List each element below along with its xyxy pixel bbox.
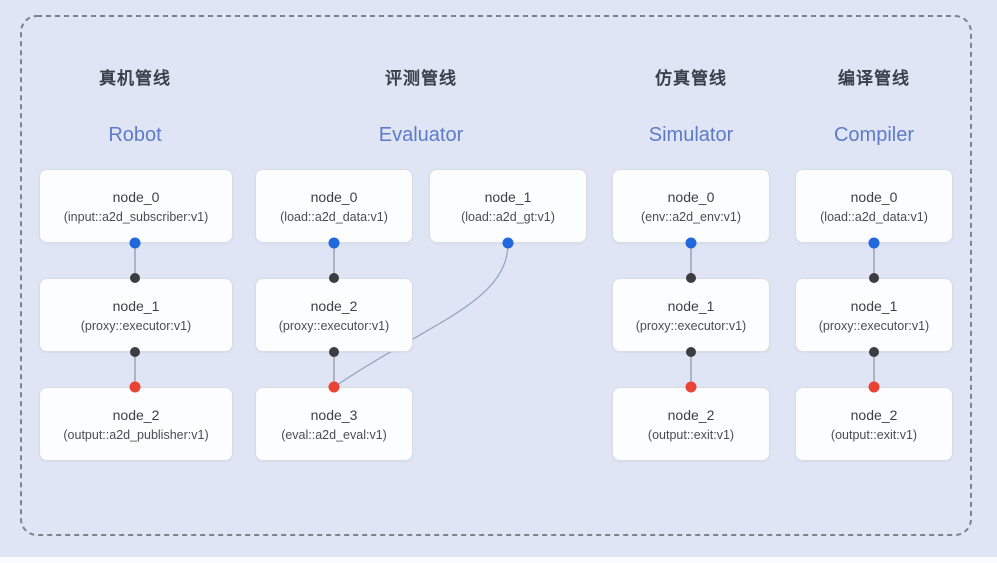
pipeline-title-zh-compiler: 编译管线 xyxy=(838,69,910,88)
node-robot-2: node_2 (output::a2d_publisher:v1) xyxy=(39,387,233,461)
node-label: node_1 xyxy=(112,297,160,314)
node-type: (proxy::executor:v1) xyxy=(818,318,930,333)
node-label: node_2 xyxy=(850,406,898,423)
node-label: node_1 xyxy=(484,188,532,205)
node-type: (proxy::executor:v1) xyxy=(635,318,747,333)
node-label: node_3 xyxy=(310,406,358,423)
node-type: (output::exit:v1) xyxy=(647,427,735,442)
node-type: (proxy::executor:v1) xyxy=(80,318,192,333)
node-label: node_2 xyxy=(112,406,160,423)
node-simulator-0: node_0 (env::a2d_env:v1) xyxy=(612,169,770,243)
node-label: node_0 xyxy=(112,188,160,205)
node-robot-1: node_1 (proxy::executor:v1) xyxy=(39,278,233,352)
node-label: node_0 xyxy=(667,188,715,205)
node-label: node_2 xyxy=(667,406,715,423)
node-evaluator-0: node_0 (load::a2d_data:v1) xyxy=(255,169,413,243)
pipeline-title-zh-evaluator: 评测管线 xyxy=(385,69,457,88)
node-label: node_0 xyxy=(310,188,358,205)
pipeline-title-en-robot: Robot xyxy=(108,124,162,146)
node-type: (load::a2d_data:v1) xyxy=(820,209,928,224)
pipeline-title-en-simulator: Simulator xyxy=(648,124,734,146)
node-label: node_2 xyxy=(310,297,358,314)
bottom-edge-strip xyxy=(0,557,997,563)
pipeline-title-en-evaluator: Evaluator xyxy=(378,124,464,146)
node-compiler-0: node_0 (load::a2d_data:v1) xyxy=(795,169,953,243)
node-type: (output::exit:v1) xyxy=(830,427,918,442)
node-compiler-2: node_2 (output::exit:v1) xyxy=(795,387,953,461)
node-compiler-1: node_1 (proxy::executor:v1) xyxy=(795,278,953,352)
node-simulator-1: node_1 (proxy::executor:v1) xyxy=(612,278,770,352)
node-type: (load::a2d_gt:v1) xyxy=(461,209,555,224)
node-label: node_1 xyxy=(850,297,898,314)
pipeline-title-en-compiler: Compiler xyxy=(833,124,915,146)
node-type: (eval::a2d_eval:v1) xyxy=(281,427,387,442)
node-type: (load::a2d_data:v1) xyxy=(280,209,388,224)
node-evaluator-2: node_2 (proxy::executor:v1) xyxy=(255,278,413,352)
node-label: node_1 xyxy=(667,297,715,314)
node-type: (proxy::executor:v1) xyxy=(278,318,390,333)
node-simulator-2: node_2 (output::exit:v1) xyxy=(612,387,770,461)
node-robot-0: node_0 (input::a2d_subscriber:v1) xyxy=(39,169,233,243)
node-label: node_0 xyxy=(850,188,898,205)
node-type: (output::a2d_publisher:v1) xyxy=(63,427,209,442)
node-type: (env::a2d_env:v1) xyxy=(640,209,742,224)
node-evaluator-3: node_3 (eval::a2d_eval:v1) xyxy=(255,387,413,461)
pipeline-title-zh-simulator: 仿真管线 xyxy=(655,69,727,88)
node-type: (input::a2d_subscriber:v1) xyxy=(63,209,209,224)
pipeline-title-zh-robot: 真机管线 xyxy=(99,69,171,88)
node-evaluator-1: node_1 (load::a2d_gt:v1) xyxy=(429,169,587,243)
